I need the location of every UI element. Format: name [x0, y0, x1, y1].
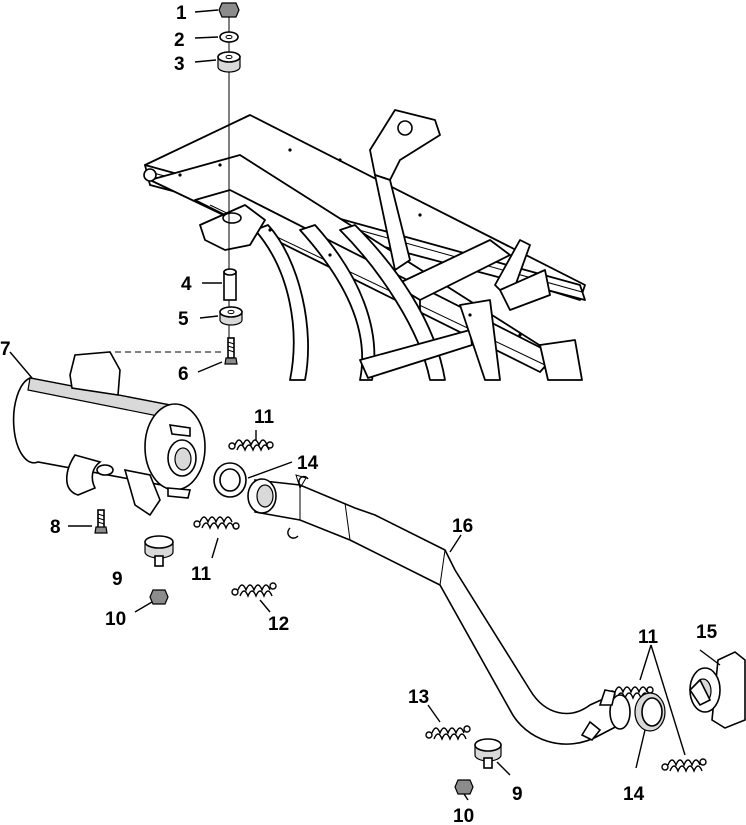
nut-part-10a: [149, 589, 169, 605]
gasket-part-14a: [213, 462, 247, 498]
callout-3: 3: [174, 54, 185, 75]
callout-11a: 11: [254, 407, 275, 428]
bolt-part-8: [68, 509, 108, 534]
callout-14a: 14: [297, 453, 319, 474]
bolt-part-6: [224, 337, 238, 365]
mount-hardware-stack: [217, 2, 243, 365]
tail-cap-part-15: [688, 649, 746, 729]
callout-16: 16: [452, 516, 473, 537]
spring-part-11a: [228, 439, 274, 452]
callout-1: 1: [176, 3, 187, 24]
callout-2: 2: [174, 30, 185, 51]
callout-9b: 9: [512, 784, 523, 805]
nut-part-10b: [454, 779, 474, 795]
callout-13: 13: [408, 687, 429, 708]
callout-4: 4: [181, 274, 192, 295]
spring-part-13: [425, 725, 471, 741]
callout-7: 7: [0, 339, 11, 360]
vehicle-frame: [143, 109, 586, 381]
callout-12: 12: [268, 614, 289, 635]
callout-10b: 10: [453, 806, 474, 825]
callout-11c: 11: [638, 627, 659, 648]
washer-part-2: [219, 31, 239, 43]
callout-5: 5: [178, 309, 189, 330]
spring-part-11d: [661, 758, 707, 773]
callout-10a: 10: [105, 609, 126, 630]
spring-part-12: [231, 582, 277, 598]
nut-part-1: [218, 2, 240, 18]
callout-8: 8: [50, 517, 61, 538]
gasket-part-14b: [634, 692, 666, 732]
rubber-grommet-part-9b: [474, 738, 511, 776]
callout-9a: 9: [112, 569, 123, 590]
callout-6: 6: [178, 364, 189, 385]
callout-15: 15: [696, 622, 718, 643]
muffler-part-7: [12, 351, 206, 517]
spring-part-11b: [193, 516, 240, 530]
callout-11b: 11: [191, 564, 212, 585]
callout-14b: 14: [623, 784, 645, 805]
exhaust-pipe-part-16: [247, 474, 631, 745]
spacer-part-4: [223, 271, 237, 301]
rubber-grommet-part-9a: [144, 535, 174, 567]
